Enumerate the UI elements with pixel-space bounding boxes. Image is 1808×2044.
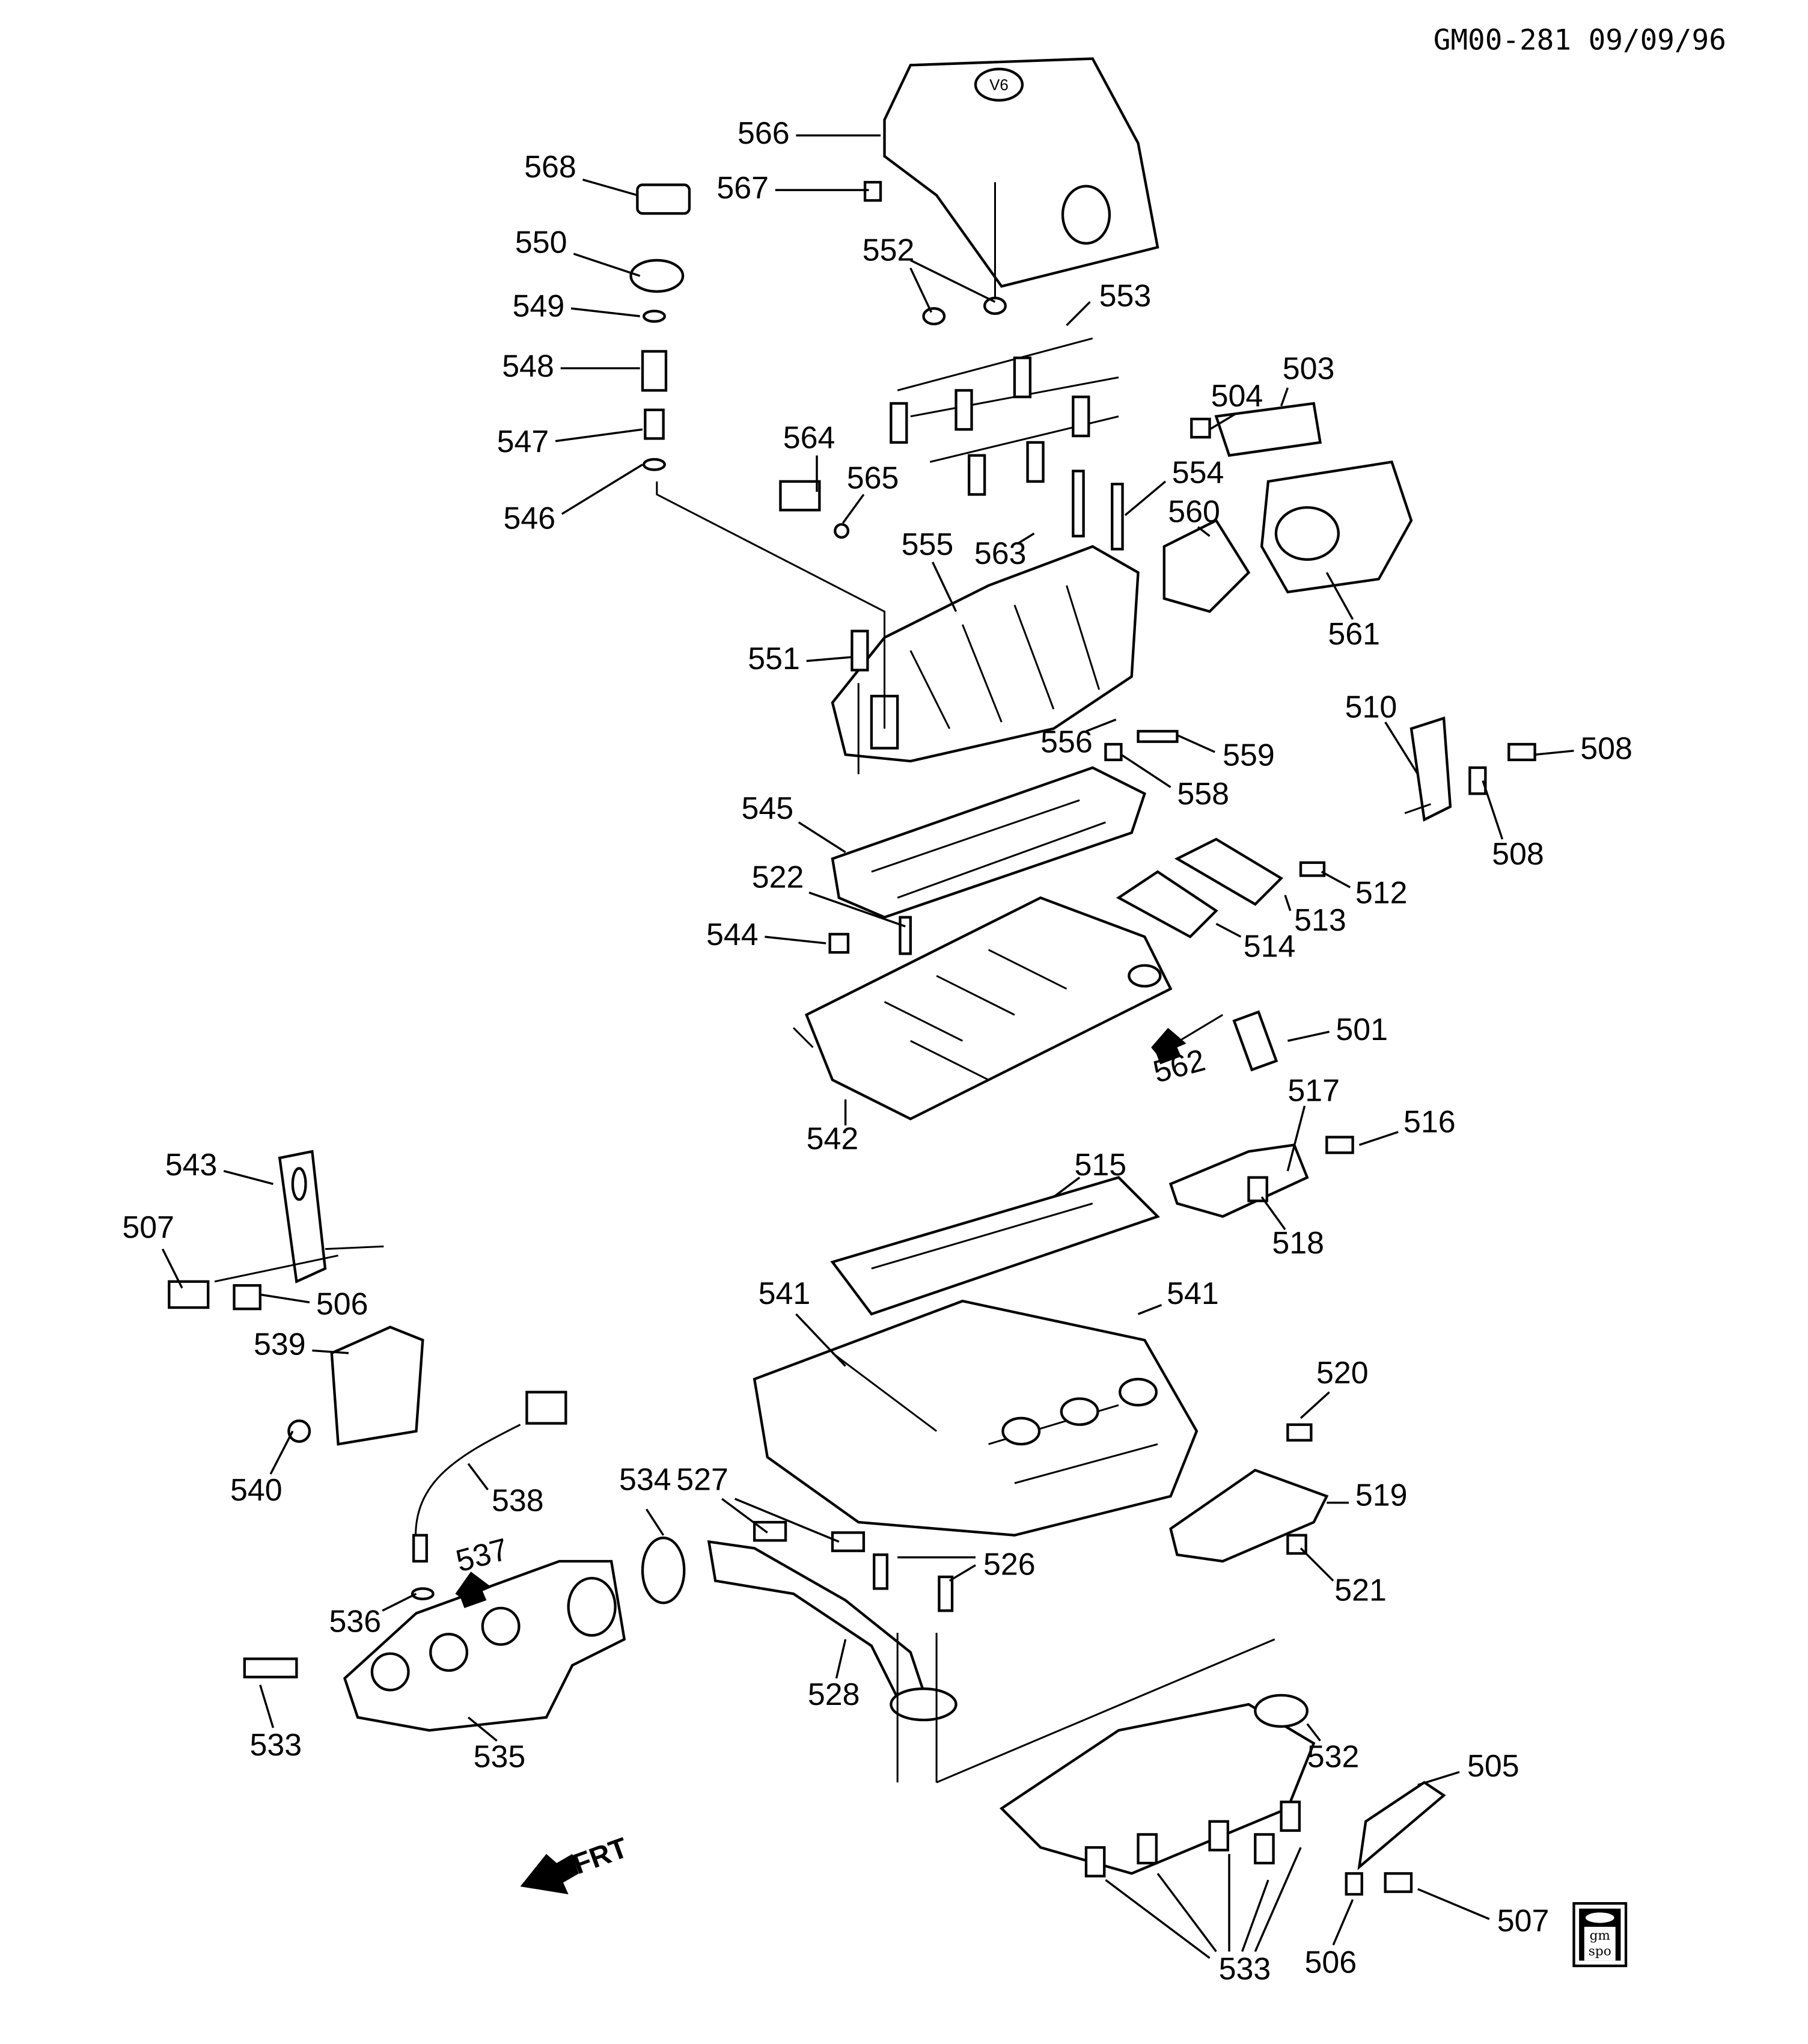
gm-spo-logo: gm spo <box>1572 1902 1628 1968</box>
callout-533: 533 <box>1219 1951 1271 1986</box>
throttle-body <box>1162 402 1413 613</box>
arrow-562-icon <box>1151 1027 1186 1065</box>
callout-526: 526 <box>983 1547 1036 1582</box>
callout-543: 543 <box>165 1148 218 1183</box>
callout-518: 518 <box>1272 1226 1324 1261</box>
callout-565: 565 <box>847 461 899 495</box>
engine-cover-badge: V6 <box>989 76 1009 94</box>
callout-567: 567 <box>716 171 769 206</box>
callout-501: 501 <box>1336 1012 1388 1047</box>
callout-512: 512 <box>1355 876 1408 911</box>
bracket-539 <box>330 1326 424 1446</box>
front-arrow-icon <box>520 1853 579 1894</box>
callout-507: 507 <box>1497 1903 1550 1938</box>
callout-558: 558 <box>1177 777 1229 812</box>
callout-522: 522 <box>752 860 804 895</box>
callout-520: 520 <box>1316 1356 1369 1391</box>
callout-521: 521 <box>1334 1573 1387 1608</box>
callout-547: 547 <box>497 424 549 459</box>
callout-506: 506 <box>316 1287 368 1322</box>
callout-556: 556 <box>1040 725 1093 760</box>
callout-551: 551 <box>748 641 800 676</box>
exhaust-manifold-rear <box>999 1694 1316 1875</box>
centerlines <box>214 182 1431 1784</box>
callout-514: 514 <box>1244 929 1296 964</box>
callout-563: 563 <box>974 536 1027 571</box>
callout-539: 539 <box>254 1327 306 1362</box>
arrow-537-icon <box>455 1571 492 1608</box>
callout-527: 527 <box>676 1463 728 1498</box>
fasteners <box>168 180 1536 1896</box>
bracket-505 <box>1357 1781 1446 1870</box>
callout-534: 534 <box>619 1463 671 1498</box>
callout-513: 513 <box>1294 903 1346 938</box>
coolant-sensor-501 <box>1232 1010 1278 1072</box>
callout-560: 560 <box>1168 495 1220 530</box>
bracket-543 <box>278 1149 327 1284</box>
callout-545: 545 <box>741 791 793 826</box>
callout-503: 503 <box>1283 352 1335 387</box>
callout-552: 552 <box>863 233 915 268</box>
callout-506: 506 <box>1304 1945 1357 1980</box>
callout-528: 528 <box>808 1677 860 1712</box>
callout-550: 550 <box>515 225 567 260</box>
seal-534 <box>641 1536 686 1605</box>
cylinder-heads-block <box>753 1299 1199 1537</box>
bracket-510 <box>1409 716 1452 822</box>
callout-517: 517 <box>1287 1074 1340 1109</box>
callout-519: 519 <box>1355 1478 1408 1513</box>
callout-505: 505 <box>1467 1749 1519 1784</box>
callout-533: 533 <box>249 1728 302 1763</box>
callout-515: 515 <box>1074 1148 1126 1183</box>
callout-564: 564 <box>783 420 835 455</box>
egr-gaskets <box>1116 837 1284 938</box>
callout-555: 555 <box>902 527 954 562</box>
callout-544: 544 <box>706 917 759 952</box>
callout-541: 541 <box>759 1276 811 1311</box>
callout-504: 504 <box>1211 379 1263 414</box>
callout-510: 510 <box>1345 690 1397 724</box>
front-direction-indicator: FRT <box>520 1832 632 1894</box>
engine-cover: V6 <box>883 57 1159 288</box>
callout-536: 536 <box>329 1605 381 1639</box>
callout-566: 566 <box>738 116 790 151</box>
callout-554: 554 <box>1172 456 1224 491</box>
callout-516: 516 <box>1403 1105 1456 1140</box>
callout-546: 546 <box>503 501 555 536</box>
upper-intake-gasket <box>831 766 1146 919</box>
callout-508: 508 <box>1492 837 1544 872</box>
logo-text-gm: gm <box>1590 1929 1610 1944</box>
diagram-id: GM00-281 09/09/96 <box>1434 23 1726 57</box>
exhaust-manifold-front <box>343 1559 626 1732</box>
map-sensor-stack <box>629 183 691 471</box>
callout-548: 548 <box>502 349 554 384</box>
callout-537: 537 <box>453 1532 512 1579</box>
callout-542: 542 <box>807 1122 859 1157</box>
callout-532: 532 <box>1307 1740 1360 1775</box>
callout-561: 561 <box>1328 617 1380 652</box>
rocker-cover-519 <box>1169 1469 1329 1563</box>
callout-559: 559 <box>1223 738 1275 773</box>
callout-507: 507 <box>122 1210 174 1245</box>
leader-lines <box>161 134 1574 1959</box>
bracket-517 <box>1168 1143 1309 1218</box>
callout-508: 508 <box>1580 732 1632 766</box>
callout-540: 540 <box>230 1473 282 1508</box>
callout-538: 538 <box>492 1483 544 1518</box>
callout-535: 535 <box>474 1740 526 1775</box>
callout-541: 541 <box>1167 1276 1219 1311</box>
callout-568: 568 <box>524 150 576 185</box>
fuel-rail-injectors <box>890 296 1119 496</box>
callout-553: 553 <box>1099 278 1152 313</box>
front-label: FRT <box>569 1832 632 1880</box>
valley-gasket-515 <box>830 1176 1160 1316</box>
callout-labels: 566 567 568 550 549 548 547 546 552 553 … <box>122 116 1632 1986</box>
logo-text-spo: spo <box>1589 1944 1611 1959</box>
callout-549: 549 <box>513 289 565 324</box>
crossover-pipe-528 <box>707 1540 957 1722</box>
lower-intake-manifold <box>804 896 1173 1121</box>
oxygen-sensor-538 <box>414 1391 567 1549</box>
